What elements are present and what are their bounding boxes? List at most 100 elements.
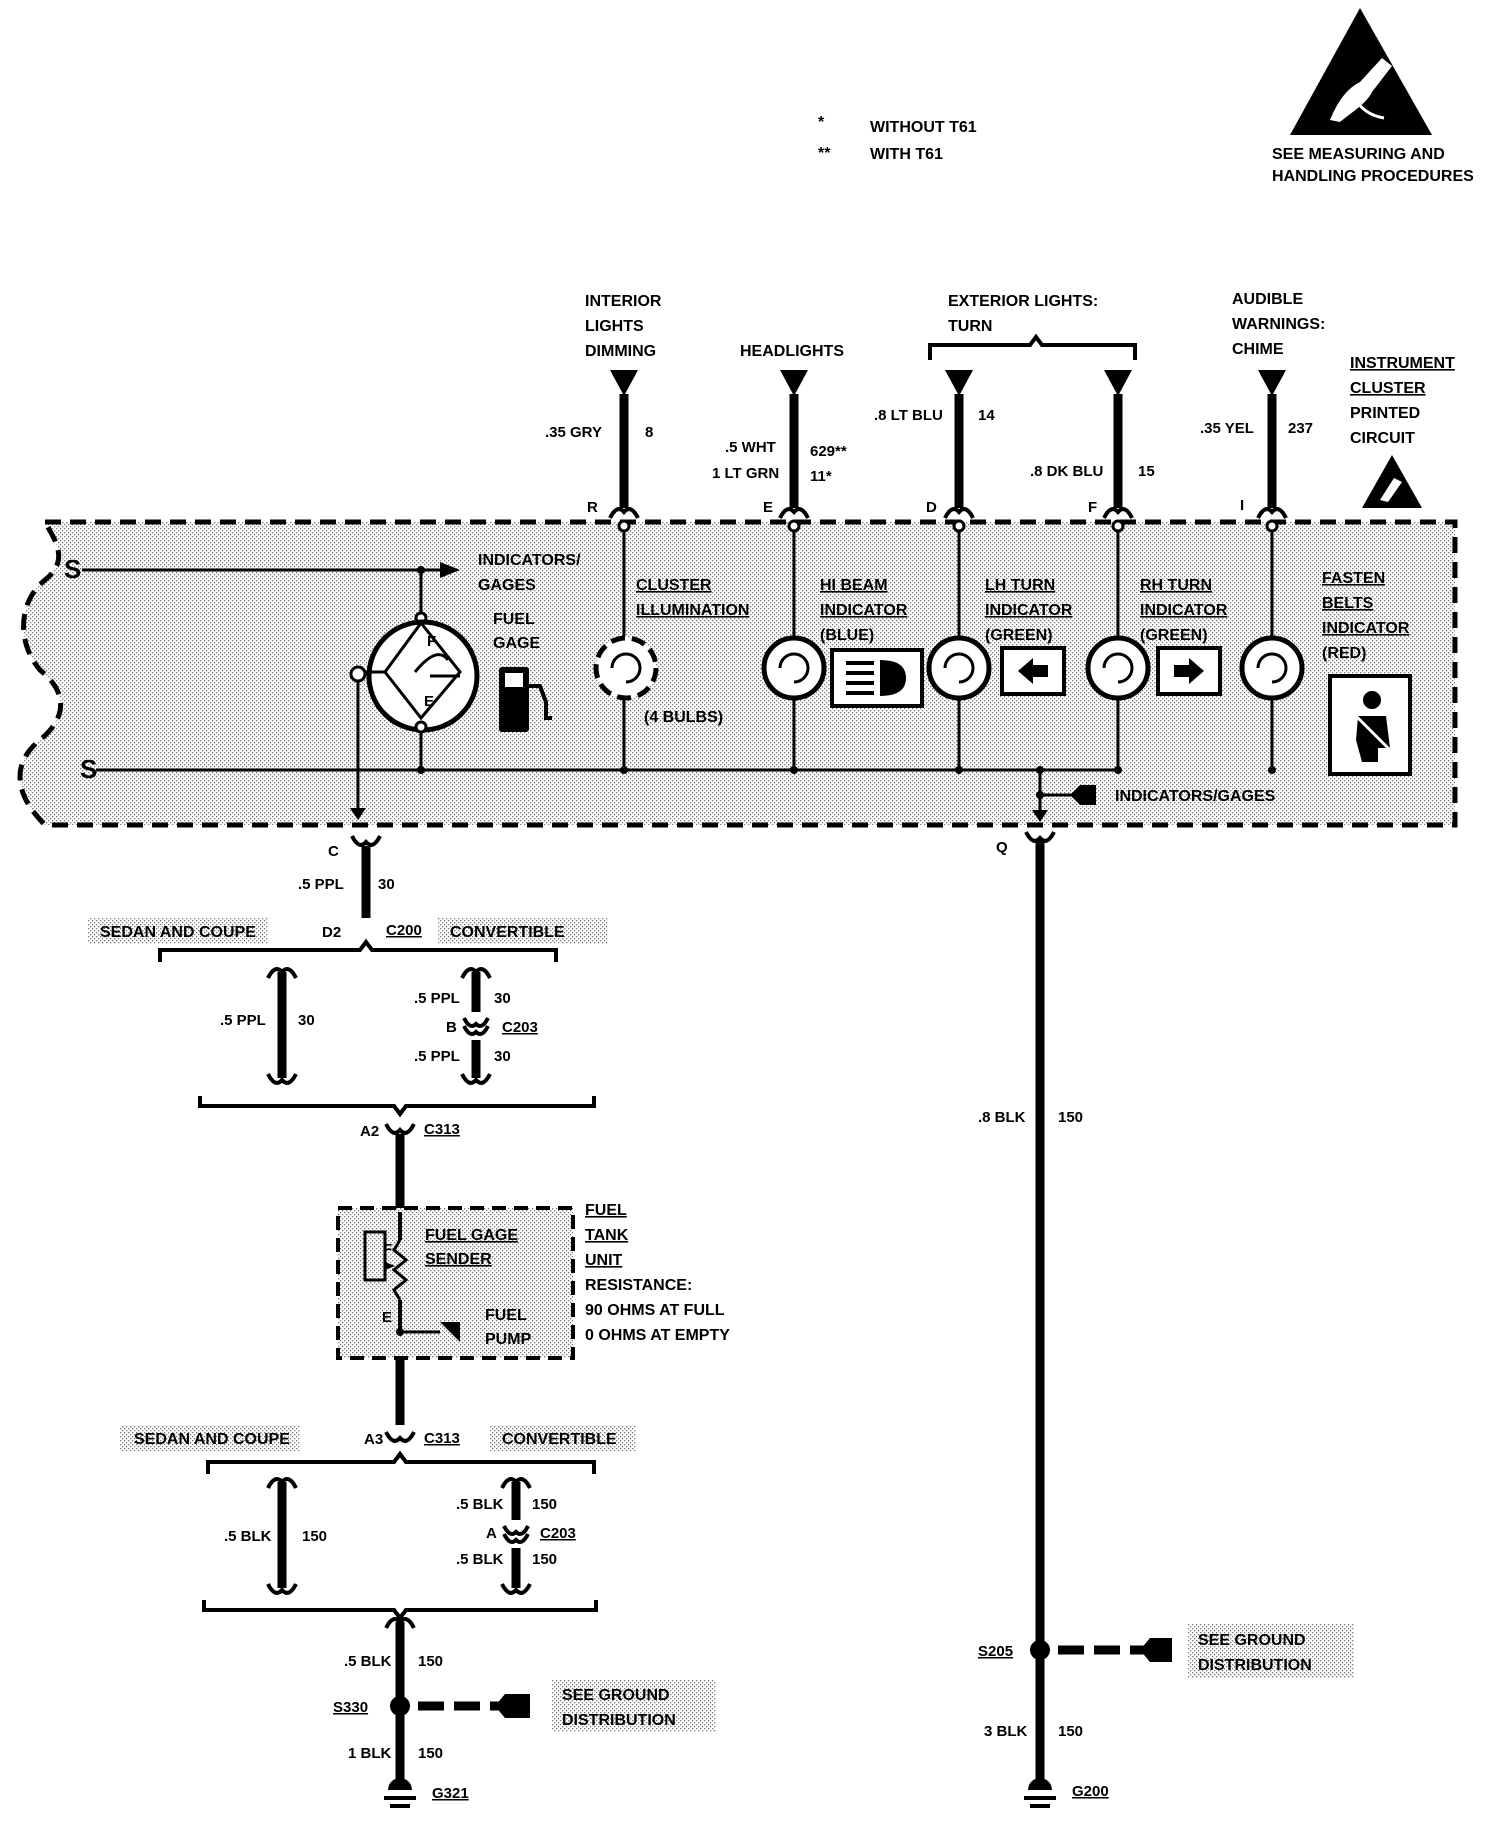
sender-label-2: SENDER: [425, 1251, 492, 1268]
ground-mid-wire: .5 BLK: [344, 1653, 392, 1670]
rh-turn-pin: F: [1088, 499, 1097, 516]
right-arrow-icon: [1156, 646, 1222, 696]
lh-turn-pin: D: [926, 499, 937, 516]
fuel-pump-icon: [499, 667, 552, 732]
s-label-top: S: [64, 554, 81, 584]
pin-q: Q: [996, 839, 1008, 856]
sedan-coupe-label-1: SEDAN AND COUPE: [100, 924, 256, 941]
audible-label-1: AUDIBLE: [1232, 291, 1303, 308]
pump-label-2: PUMP: [485, 1331, 532, 1348]
sender-label-1: FUEL GAGE: [425, 1227, 518, 1244]
fuel-circuit-top: 30: [378, 876, 395, 893]
ground-right-circuit-a: 150: [532, 1496, 557, 1513]
legend-symbol-1: *: [818, 114, 825, 131]
fasten-belts-label-4: (RED): [1322, 645, 1366, 662]
see-ground-right-2: DISTRIBUTION: [1198, 1657, 1312, 1674]
lh-turn-circuit: 14: [978, 407, 995, 424]
a2-label: A2: [360, 1123, 379, 1140]
fuel-wire-top: .5 PPL: [298, 876, 344, 893]
hi-beam-label-2: INDICATOR: [820, 602, 908, 619]
esd-small-icon: [1362, 455, 1422, 508]
exterior-label-1: EXTERIOR LIGHTS:: [948, 293, 1098, 310]
lh-turn-indicator: [926, 519, 992, 774]
legend-symbol-2: **: [818, 145, 831, 162]
tank-f-label: F: [383, 1241, 392, 1258]
fuel-right-circuit-a: 30: [494, 990, 511, 1007]
fuel-gage-label-2: GAGE: [493, 635, 540, 652]
splice-s205: [1030, 1640, 1050, 1660]
cluster-label-line2: CLUSTER: [1350, 380, 1426, 397]
a-label: A: [486, 1525, 497, 1542]
esd-warning-icon: [1290, 8, 1432, 135]
legend-without-t61: WITHOUT T61: [870, 119, 977, 136]
fuel-right-circuit-b: 30: [494, 1048, 511, 1065]
audible-label-3: CHIME: [1232, 341, 1284, 358]
ground-bottom-wire: 1 BLK: [348, 1745, 392, 1762]
s205-label: S205: [978, 1643, 1013, 1660]
c313-label-1: C313: [424, 1121, 460, 1138]
tank-unit-label-1: FUEL: [585, 1202, 627, 1219]
right-ground-circuit-bottom: 150: [1058, 1723, 1083, 1740]
hi-beam-icon: [830, 648, 924, 708]
s-label-bottom: S: [80, 754, 97, 784]
g200-label: G200: [1072, 1783, 1109, 1800]
c200-label: C200: [386, 922, 422, 939]
interior-label-1: INTERIOR: [585, 293, 662, 310]
fuel-tank-unit: F E FUEL GAGE SENDER FUEL PUMP: [336, 1206, 575, 1425]
tank-e-label: E: [382, 1309, 392, 1326]
esd-notice-line2: HANDLING PROCEDURES: [1272, 168, 1474, 185]
headlights-pin: E: [763, 499, 773, 516]
rh-turn-circuit: 15: [1138, 463, 1155, 480]
fasten-belts-indicator: [1239, 519, 1305, 774]
rh-turn-label-1: RH TURN: [1140, 577, 1212, 594]
cluster-label-line3: PRINTED: [1350, 405, 1420, 422]
fuel-right-wire-b: .5 PPL: [414, 1048, 460, 1065]
c203-label-2: C203: [540, 1525, 576, 1542]
ground-icon: [384, 1778, 416, 1808]
splice-s330: [390, 1696, 410, 1716]
circuit-interior-dimming: INTERIOR LIGHTS DIMMING .35 GRY 8 R: [545, 293, 662, 519]
indicators-gages-label-2: GAGES: [478, 577, 536, 594]
left-arrow-icon: [1000, 646, 1066, 696]
esd-notice-line1: SEE MEASURING AND: [1272, 146, 1445, 163]
circuit-exterior-turn: EXTERIOR LIGHTS: TURN .8 LT BLU 14 D .8 …: [874, 293, 1155, 519]
see-ground-left-2: DISTRIBUTION: [562, 1712, 676, 1729]
indicators-gages-bottom-label: INDICATORS/GAGES: [1115, 788, 1276, 805]
hi-beam-label-3: (BLUE): [820, 627, 874, 644]
see-ground-right-1: SEE GROUND: [1198, 1632, 1306, 1649]
cluster-illumination-label-2: ILLUMINATION: [636, 602, 749, 619]
headlights-circuit1: 629**: [810, 443, 847, 460]
legend: * WITHOUT T61 ** WITH T61: [818, 114, 977, 163]
cluster-label-line4: CIRCUIT: [1350, 430, 1415, 447]
rh-turn-wire: .8 DK BLU: [1030, 463, 1103, 480]
lh-turn-label-3: (GREEN): [985, 627, 1053, 644]
exterior-label-2: TURN: [948, 318, 992, 335]
interior-wire: .35 GRY: [545, 424, 602, 441]
interior-circuit: 8: [645, 424, 653, 441]
cluster-label-line1: INSTRUMENT: [1350, 355, 1455, 372]
fuel-left-wire: .5 PPL: [220, 1012, 266, 1029]
fuel-left-circuit: 30: [298, 1012, 315, 1029]
right-ground-circuit-top: 150: [1058, 1109, 1083, 1126]
ground-right-circuit-b: 150: [532, 1551, 557, 1568]
ground-right-wire-b: .5 BLK: [456, 1551, 504, 1568]
headlights-circuit2: 11*: [810, 468, 832, 485]
gage-f-label: F: [427, 633, 436, 650]
seatbelt-icon: [1328, 674, 1412, 776]
resistance-empty: 0 OHMS AT EMPTY: [585, 1327, 730, 1344]
ground-icon: [1024, 1778, 1056, 1808]
gage-e-label: E: [424, 693, 434, 710]
b-label: B: [446, 1019, 457, 1036]
cluster-illumination: [593, 519, 659, 774]
ground-bottom-circuit: 150: [418, 1745, 443, 1762]
pump-label-1: FUEL: [485, 1307, 527, 1324]
d2-label: D2: [322, 924, 341, 941]
resistance-label: RESISTANCE:: [585, 1277, 692, 1294]
tank-unit-label-3: UNIT: [585, 1252, 623, 1269]
pin-c: C: [328, 843, 339, 860]
audible-wire: .35 YEL: [1200, 420, 1254, 437]
fuel-gage-label-1: FUEL: [493, 611, 535, 628]
fuel-right-wire-a: .5 PPL: [414, 990, 460, 1007]
